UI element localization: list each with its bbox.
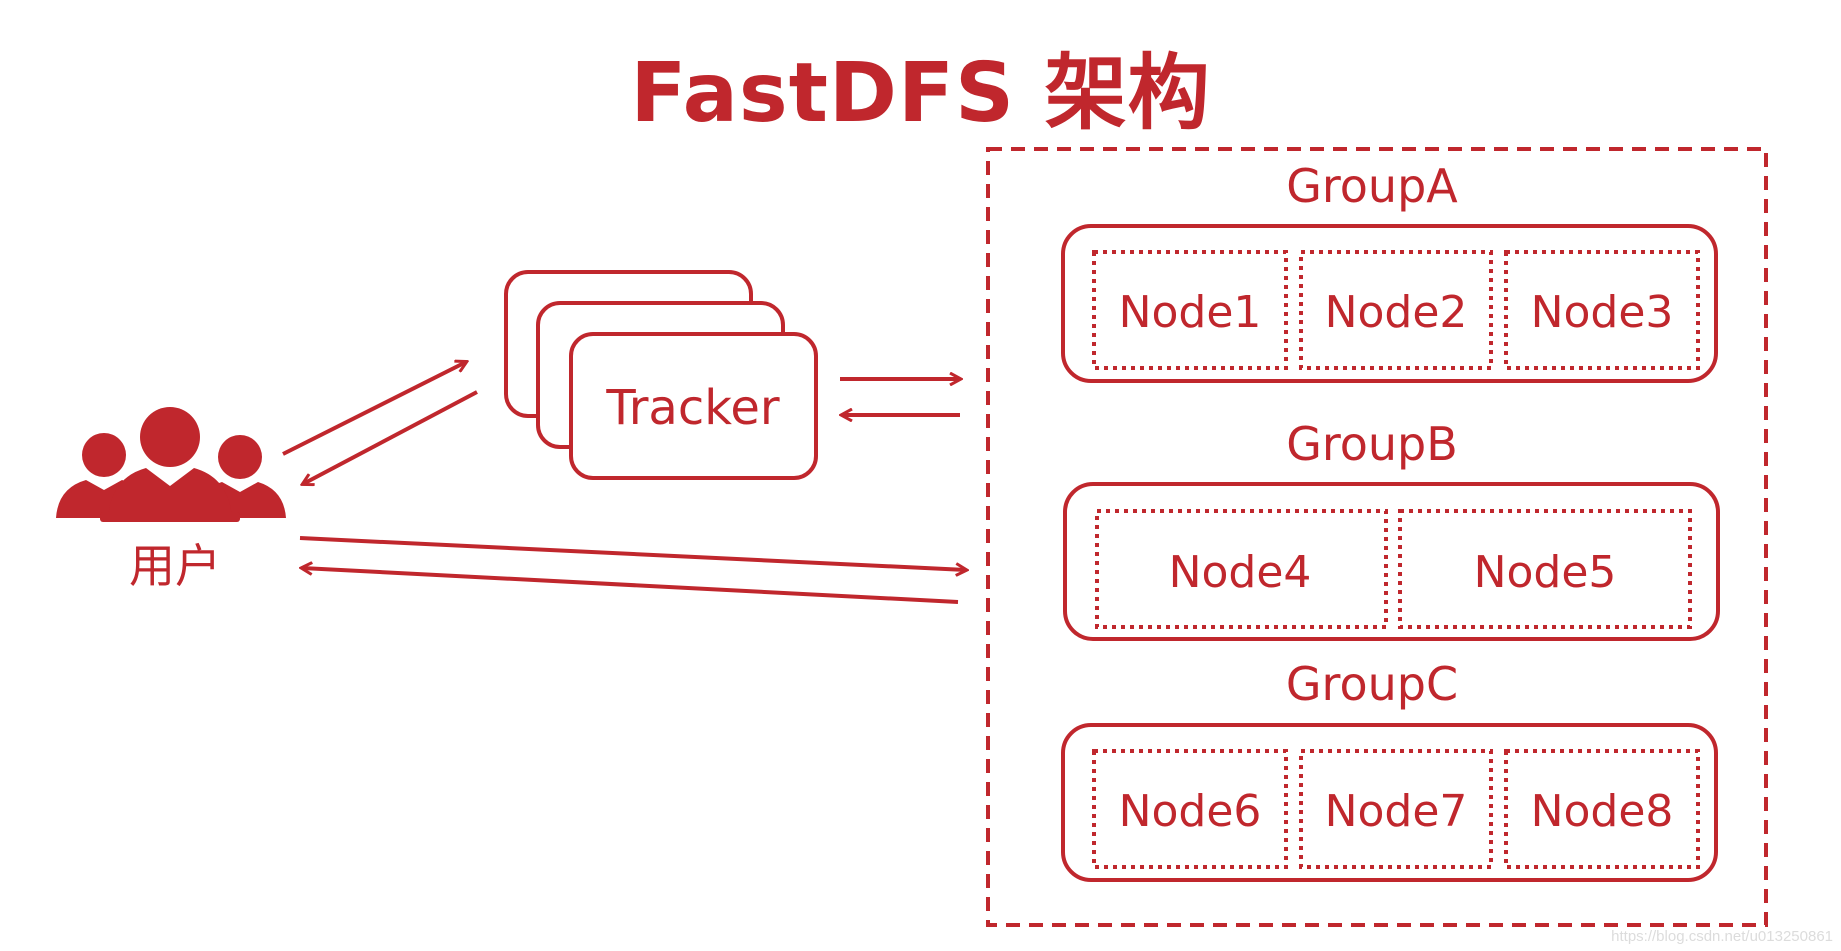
group-label-a: GroupA — [1286, 159, 1458, 213]
node-label-1: Node1 — [1119, 287, 1262, 338]
arrow-user-to-storage — [299, 536, 966, 570]
node-box-3 — [1504, 250, 1700, 370]
group-box-b — [1063, 482, 1720, 641]
group-box-a — [1061, 224, 1718, 383]
arrows — [282, 362, 966, 604]
group-label-b: GroupB — [1286, 417, 1458, 471]
node-label-6: Node6 — [1119, 786, 1262, 837]
node-box-8 — [1504, 749, 1700, 869]
node-box-1 — [1092, 250, 1288, 370]
tracker-label: Tracker — [605, 380, 779, 436]
arrow-tracker-to-user — [303, 390, 478, 484]
node-label-2: Node2 — [1325, 287, 1468, 338]
node-label-5: Node5 — [1474, 547, 1617, 598]
watermark: https://blog.csdn.net/u013250861 — [1611, 928, 1833, 945]
node-box-6 — [1092, 749, 1288, 869]
arrow-user-to-tracker — [282, 362, 466, 456]
node-box-5 — [1398, 509, 1692, 629]
tracker-stack — [504, 270, 818, 480]
node-label-7: Node7 — [1325, 786, 1468, 837]
group-box-c — [1061, 723, 1718, 882]
storage-cluster-border — [986, 147, 1768, 927]
node-label-4: Node4 — [1169, 547, 1312, 598]
users-icon — [56, 407, 286, 522]
node-label-3: Node3 — [1531, 287, 1674, 338]
node-box-4 — [1095, 509, 1388, 629]
users-label: 用户 — [129, 539, 221, 593]
node-label-8: Node8 — [1531, 786, 1674, 837]
group-label-c: GroupC — [1286, 657, 1458, 711]
arrow-storage-to-user — [302, 568, 959, 604]
page-title: FastDFS 架构 — [630, 46, 1211, 141]
tracker-box-front — [569, 332, 818, 480]
